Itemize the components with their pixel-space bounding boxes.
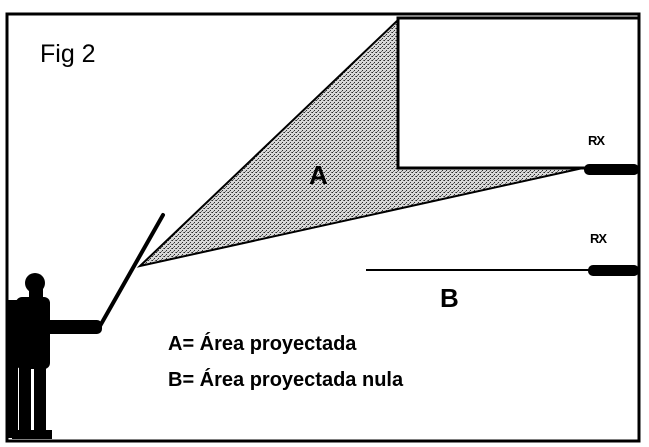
figure-label: Fig 2: [40, 40, 96, 68]
legend-item-a: A= Área proyectada: [168, 333, 357, 355]
obstacle-block: [396, 16, 641, 170]
legend-item-b: B= Área proyectada nula: [168, 369, 404, 391]
figure-frame: [5, 12, 641, 443]
antenna-pole: [98, 213, 165, 328]
receiver-bottom-bar: [588, 265, 639, 276]
person-silhouette: [8, 273, 102, 439]
region-label-b: B: [440, 283, 459, 313]
receiver-label-top: RX: [588, 133, 605, 148]
receiver-top-bar: [584, 164, 639, 175]
receiver-label-bottom: RX: [590, 231, 607, 246]
region-label-a: A: [309, 160, 328, 190]
